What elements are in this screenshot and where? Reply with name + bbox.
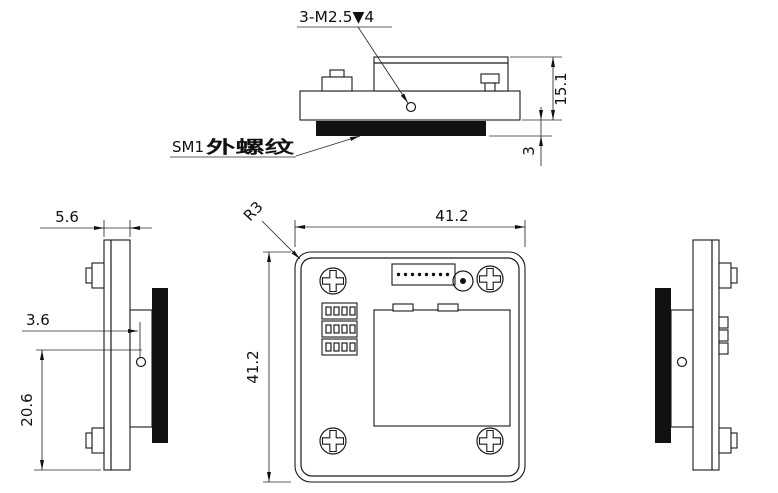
- corner-screw-bottom-right: [476, 427, 504, 455]
- pin-dot: [438, 272, 443, 277]
- dim-total-height-text: 15.1: [552, 72, 570, 105]
- pin-profile: [718, 342, 729, 355]
- connector-tip: [730, 267, 738, 284]
- sm1-label-cjk: 外螺纹: [206, 137, 296, 158]
- tapped-holes-callout: 3-M2.5▼4: [297, 8, 409, 104]
- coax-connector: [452, 270, 474, 292]
- leader-line: [261, 220, 301, 260]
- screw-head: [91, 427, 105, 454]
- screw-shank: [329, 69, 345, 78]
- pilot-hole: [676, 356, 688, 368]
- leader-line: [357, 26, 409, 104]
- captive-screw-left: [321, 69, 353, 92]
- corner-radius-callout: R3: [240, 198, 301, 260]
- leader-line: [295, 135, 361, 157]
- tapped-hole-marker: [405, 101, 417, 113]
- screw-tip: [85, 267, 93, 284]
- screw-head-profile-bottom: [718, 427, 738, 454]
- pin-dot: [431, 272, 436, 277]
- sm1-thread-side-profile: [152, 288, 168, 443]
- screw-tip: [730, 432, 738, 449]
- dim-width: 41.2: [294, 207, 526, 247]
- pin-dot: [417, 272, 422, 277]
- pin-dot: [424, 272, 429, 277]
- dim-total-height: 15.1: [510, 56, 570, 121]
- sm1-thread-callout: SM1 外螺纹: [170, 135, 361, 158]
- screw-head: [91, 262, 105, 289]
- corner-screw-top-right: [476, 265, 504, 293]
- pin-profile: [718, 329, 729, 342]
- dim-hole-to-bottom-text: 20.6: [18, 393, 36, 426]
- pin-dot: [403, 272, 408, 277]
- screw-head-profile-bottom: [85, 427, 105, 454]
- dim-hole-offset-text: 3.6: [26, 311, 50, 329]
- pin-header-body: [391, 263, 456, 286]
- dim-flange-thickness: 5.6: [40, 208, 152, 237]
- coax-connector-side-profile: [718, 262, 738, 289]
- sm1-label-prefix: SM1: [172, 138, 204, 156]
- flange-plate-profile: [692, 239, 720, 471]
- dip-switch-block-3: [321, 338, 358, 356]
- dim-height-text: 41.2: [244, 350, 262, 383]
- board-outline: [300, 257, 520, 477]
- pin-profile: [718, 316, 729, 329]
- dip-switch-block-1: [321, 302, 358, 320]
- corner-screw-bottom-left: [319, 427, 347, 455]
- pin-header-connector: [391, 263, 456, 286]
- window-tab-right: [437, 303, 459, 312]
- dim-height: 41.2: [244, 251, 291, 483]
- screw-head: [321, 76, 353, 92]
- connector-body: [718, 262, 732, 289]
- screw-head: [480, 73, 500, 84]
- side-view-right: [655, 239, 738, 471]
- sm1-thread-side-profile: [655, 288, 671, 443]
- pin-dot: [396, 272, 401, 277]
- captive-screw-right: [480, 73, 500, 92]
- sensor-window: [373, 309, 511, 427]
- pin-dot: [410, 272, 415, 277]
- dip-switch-block-2: [321, 320, 358, 338]
- dim-hole-to-bottom: 20.6: [18, 349, 142, 471]
- screw-tip: [85, 432, 93, 449]
- dim-hole-offset: 3.6: [22, 311, 141, 358]
- barrel-body-profile: [670, 309, 694, 428]
- front-view: 41.2 41.2 R3: [240, 198, 526, 483]
- pin-dot: [445, 272, 450, 277]
- screw-shank: [484, 82, 496, 92]
- screw-head: [718, 427, 732, 454]
- pilot-hole: [135, 356, 147, 368]
- corner-screw-top-left: [319, 267, 347, 295]
- sm1-thread-profile: [316, 121, 486, 136]
- dim-thread-length-text: 3: [520, 146, 538, 156]
- side-view-left: 5.6 3.6 20.6: [18, 208, 168, 471]
- mounting-plate-profile: [299, 90, 521, 121]
- corner-radius-text: R3: [240, 198, 267, 225]
- coax-center-pin: [460, 278, 466, 284]
- tapped-holes-callout-text: 3-M2.5▼4: [299, 8, 374, 26]
- coax-outer-ring: [452, 270, 474, 292]
- dim-flange-thickness-text: 5.6: [55, 208, 79, 226]
- dim-thread-length: 3: [489, 107, 552, 166]
- window-tab-left: [392, 303, 414, 312]
- barrel-body-profile: [129, 309, 153, 428]
- screw-head-profile-top: [85, 262, 105, 289]
- flange-plate-profile: [103, 239, 131, 471]
- dip-switch-side-pins: [718, 316, 729, 355]
- dim-width-text: 41.2: [435, 207, 468, 225]
- top-view: 3-M2.5▼4 SM1 外螺纹 15.1 3: [170, 8, 570, 166]
